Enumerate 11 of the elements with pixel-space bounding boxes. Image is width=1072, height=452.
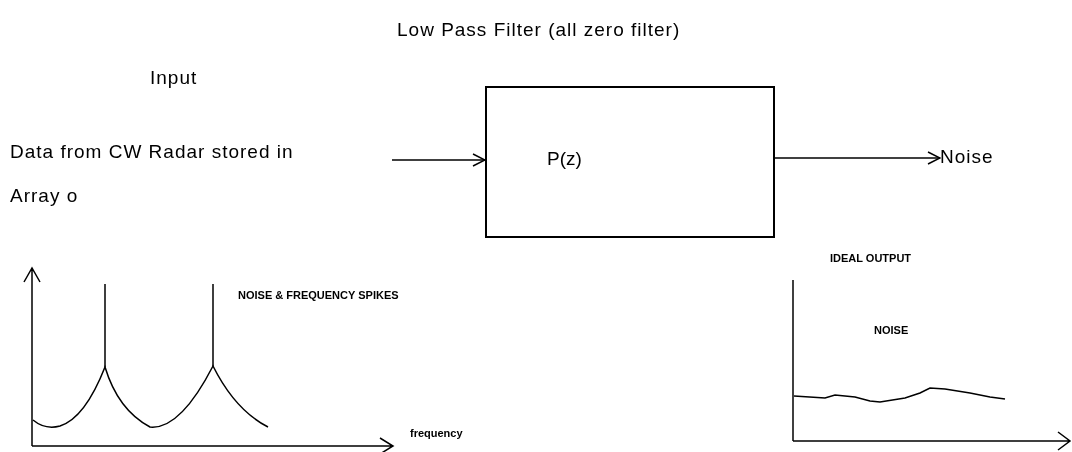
chart-annotation: NOISE & FREQUENCY SPIKES bbox=[238, 288, 400, 303]
input-description: Data from CW Radar stored in Array o bbox=[10, 140, 295, 208]
arrow bbox=[391, 153, 486, 167]
axis-label: frequency bbox=[410, 426, 464, 441]
arrow bbox=[774, 151, 941, 165]
filter-heading: Low Pass Filter (all zero filter) bbox=[397, 18, 682, 42]
input-heading: Input bbox=[150, 66, 199, 90]
transfer-function: P(z) bbox=[547, 147, 582, 171]
chart-annotation: NOISE bbox=[874, 323, 910, 338]
output-label: Noise bbox=[940, 143, 1035, 171]
chart-title: IDEAL OUTPUT bbox=[830, 251, 913, 266]
